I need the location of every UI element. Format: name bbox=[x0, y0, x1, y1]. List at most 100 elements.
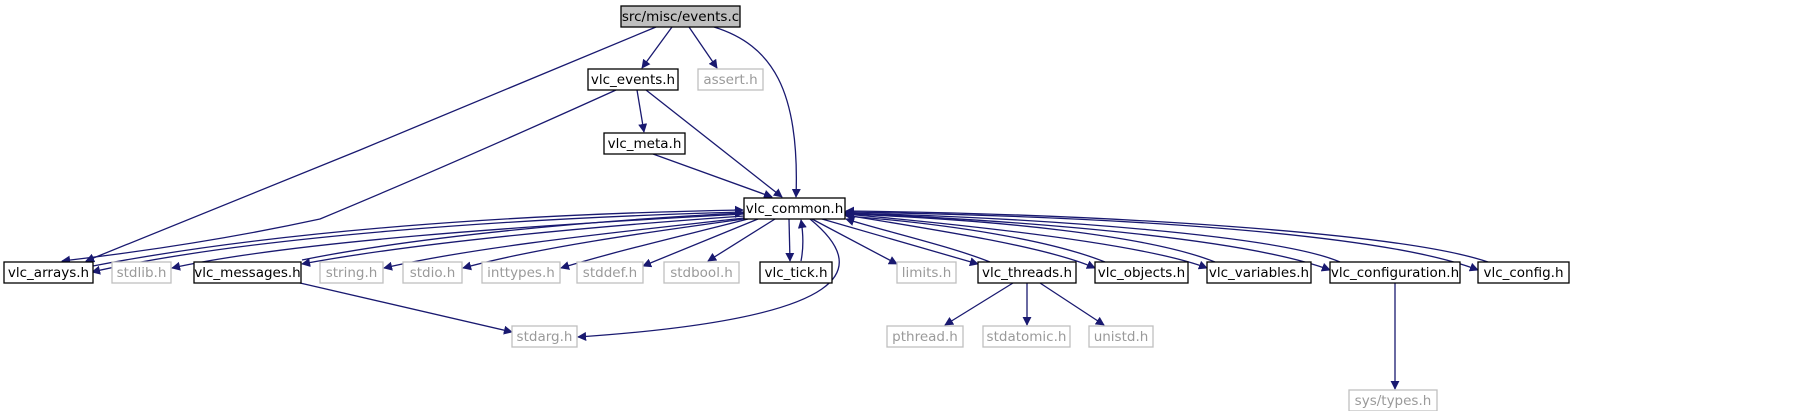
node-inttypes: inttypes.h bbox=[481, 261, 561, 284]
node-label: vlc_arrays.h bbox=[8, 265, 89, 281]
node-vlc-meta[interactable]: vlc_meta.h bbox=[603, 132, 686, 155]
node-vlc-configuration[interactable]: vlc_configuration.h bbox=[1329, 261, 1461, 284]
node-box bbox=[603, 132, 686, 155]
node-box bbox=[587, 68, 679, 91]
node-unistd: unistd.h bbox=[1088, 325, 1154, 348]
edge-vlc-common-to-vlc-tick bbox=[785, 218, 795, 262]
edge bbox=[844, 213, 1208, 270]
node-label: assert.h bbox=[703, 72, 757, 88]
node-label: vlc_tick.h bbox=[764, 265, 827, 281]
node-vlc-arrays[interactable]: vlc_arrays.h bbox=[3, 261, 94, 284]
edge bbox=[383, 217, 745, 271]
edge bbox=[301, 215, 745, 267]
node-stdbool: stdbool.h bbox=[663, 261, 740, 284]
node-box bbox=[697, 68, 764, 91]
edge bbox=[61, 89, 617, 265]
node-label: string.h bbox=[326, 265, 378, 281]
node-stdio: stdio.h bbox=[402, 261, 463, 284]
node-box bbox=[576, 261, 644, 284]
edge bbox=[642, 218, 759, 268]
edge bbox=[688, 26, 718, 69]
edge bbox=[707, 218, 776, 262]
edge bbox=[821, 218, 979, 267]
node-label: inttypes.h bbox=[487, 265, 555, 281]
node-box bbox=[1477, 261, 1570, 284]
node-vlc-events[interactable]: vlc_events.h bbox=[587, 68, 679, 91]
edge bbox=[944, 282, 1014, 326]
node-box bbox=[193, 261, 302, 284]
edge-vlc-common-to-stdbool bbox=[707, 218, 776, 262]
node-vlc-tick[interactable]: vlc_tick.h bbox=[759, 261, 833, 284]
node-vlc-common[interactable]: vlc_common.h bbox=[743, 197, 846, 220]
edge bbox=[844, 211, 1479, 272]
edge bbox=[844, 214, 1096, 269]
edge-vlc-common-to-vlc-variables bbox=[844, 213, 1208, 270]
edge bbox=[811, 218, 898, 265]
edge bbox=[652, 153, 773, 199]
node-vlc-objects[interactable]: vlc_objects.h bbox=[1094, 261, 1189, 284]
edge bbox=[1039, 282, 1105, 326]
node-label: src/misc/events.c bbox=[622, 9, 739, 25]
edge bbox=[91, 211, 745, 275]
node-label: vlc_objects.h bbox=[1098, 265, 1185, 281]
node-box bbox=[511, 325, 578, 348]
edge bbox=[171, 213, 745, 271]
edge-vlc-variables-to-vlc-common bbox=[845, 209, 1216, 263]
node-box bbox=[977, 261, 1077, 284]
node-box bbox=[402, 261, 463, 284]
node-sys-types: sys/types.h bbox=[1348, 389, 1438, 411]
node-label: stdio.h bbox=[410, 265, 456, 281]
edge-vlc-common-to-vlc-configuration bbox=[844, 212, 1331, 272]
node-stddef: stddef.h bbox=[576, 261, 644, 284]
edge-vlc-threads-to-unistd bbox=[1039, 282, 1105, 326]
node-vlc-variables[interactable]: vlc_variables.h bbox=[1206, 261, 1312, 284]
node-label: stddef.h bbox=[583, 265, 637, 281]
node-stdarg: stdarg.h bbox=[511, 325, 578, 348]
node-label: stdarg.h bbox=[517, 329, 573, 345]
edge-vlc-common-to-limits bbox=[811, 218, 898, 265]
node-box bbox=[1206, 261, 1312, 284]
edge-vlc-arrays-to-vlc-common bbox=[92, 205, 744, 267]
edge bbox=[845, 212, 1106, 263]
edge-events-c-to-vlc-common bbox=[713, 26, 801, 198]
edge bbox=[845, 209, 1216, 263]
edge bbox=[301, 208, 744, 261]
edge bbox=[713, 26, 801, 198]
edge-events-c-to-vlc-events bbox=[641, 26, 673, 69]
edge-vlc-events-to-vlc-common bbox=[645, 89, 783, 198]
node-box bbox=[3, 261, 94, 284]
edge bbox=[636, 89, 648, 133]
node-label: vlc_meta.h bbox=[608, 136, 682, 152]
edge-vlc-common-to-vlc-objects bbox=[844, 214, 1096, 269]
node-limits: limits.h bbox=[896, 261, 957, 284]
node-box bbox=[319, 261, 384, 284]
edge-vlc-configuration-to-vlc-common bbox=[845, 208, 1341, 263]
node-box bbox=[1348, 389, 1438, 411]
node-box bbox=[663, 261, 740, 284]
edge-vlc-threads-to-vlc-common bbox=[845, 217, 991, 263]
edge-vlc-events-to-vlc-meta bbox=[636, 89, 648, 133]
node-box bbox=[1088, 325, 1154, 348]
node-events-c[interactable]: src/misc/events.c bbox=[620, 5, 741, 28]
node-label: vlc_variables.h bbox=[1209, 265, 1309, 281]
node-vlc-messages[interactable]: vlc_messages.h bbox=[193, 261, 302, 284]
edge bbox=[645, 89, 783, 198]
node-box bbox=[743, 197, 846, 220]
edge-vlc-common-to-vlc-config bbox=[844, 211, 1479, 272]
edge-vlc-common-to-stddef bbox=[642, 218, 759, 268]
edge-vlc-objects-to-vlc-common bbox=[845, 212, 1106, 263]
edge-vlc-common-to-stdio bbox=[462, 218, 745, 271]
edge bbox=[844, 212, 1331, 272]
edge-vlc-common-to-vlc-messages bbox=[301, 215, 745, 267]
node-stdatomic: stdatomic.h bbox=[982, 325, 1071, 348]
edge-vlc-common-to-stdarg bbox=[577, 218, 840, 341]
node-box bbox=[620, 5, 741, 28]
node-label: vlc_events.h bbox=[591, 72, 675, 88]
edge-vlc-events-to-vlc-arrays bbox=[61, 89, 617, 265]
node-vlc-config[interactable]: vlc_config.h bbox=[1477, 261, 1570, 284]
node-vlc-threads[interactable]: vlc_threads.h bbox=[977, 261, 1077, 284]
edge bbox=[797, 219, 807, 262]
node-label: sys/types.h bbox=[1355, 393, 1432, 409]
